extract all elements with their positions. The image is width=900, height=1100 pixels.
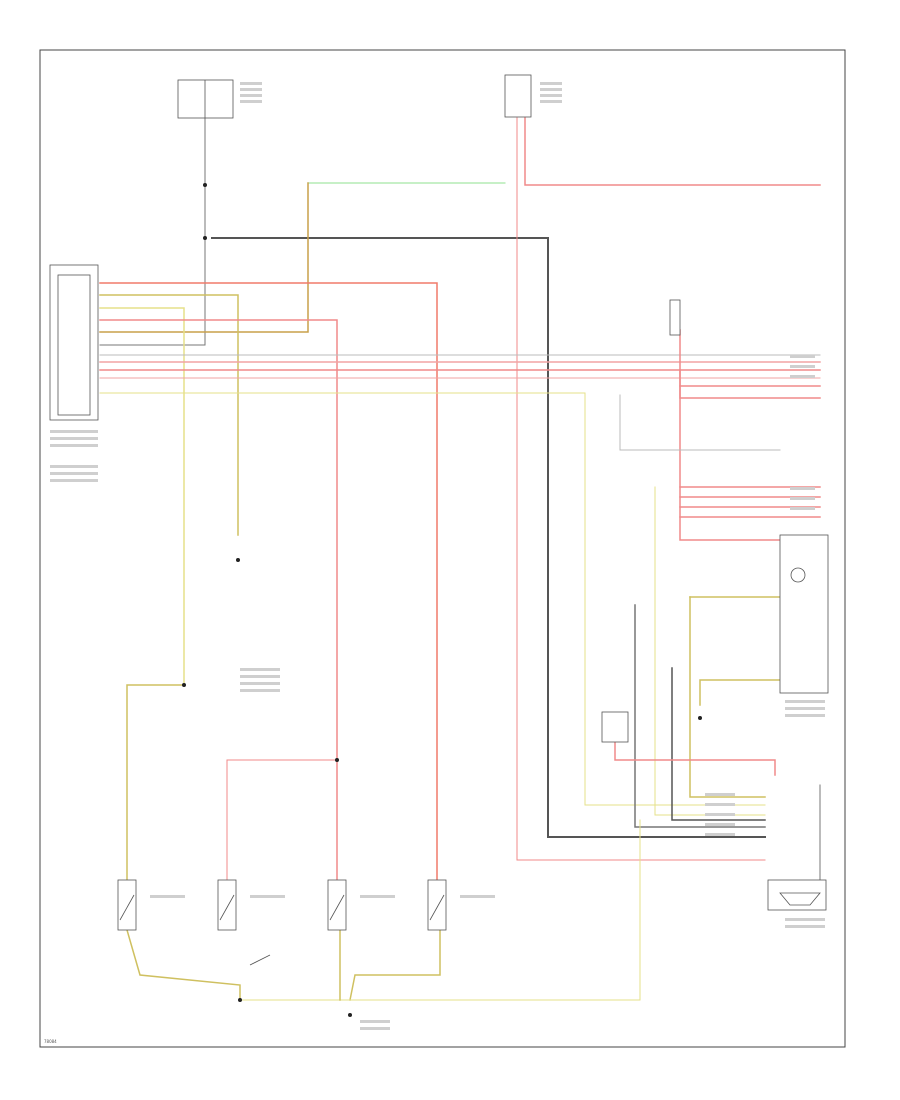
switch-4	[427, 879, 447, 931]
control-module-inner	[57, 274, 91, 416]
wire-gray-right-2	[671, 667, 766, 821]
wire-gray-top	[211, 237, 766, 838]
control-module	[49, 264, 99, 421]
splice-4	[335, 758, 339, 762]
splice-5	[238, 998, 242, 1002]
wire-green	[307, 182, 506, 333]
ground-1	[236, 558, 240, 562]
fuse-box-left	[177, 79, 234, 119]
diagram-code: 78084	[44, 1039, 57, 1044]
wire-red-2	[99, 319, 338, 881]
junction-right-top	[669, 299, 681, 336]
wire-tan-right-1	[689, 596, 766, 798]
right-control-unit-knob	[790, 567, 806, 583]
small-switch	[249, 954, 271, 966]
wire-tan-vertical	[99, 182, 309, 333]
junction-right	[669, 299, 681, 336]
wire-tan-right-3	[699, 679, 781, 706]
wire-yellow-left-loop	[126, 684, 185, 881]
switch-1	[117, 879, 137, 931]
wire-red-switch-2	[226, 759, 338, 881]
right-control-unit-body	[779, 534, 829, 694]
wire-gray-to-connector	[619, 394, 781, 451]
wire-red-top-right	[524, 117, 821, 186]
wire-tan-switch-ground-1	[126, 929, 241, 1001]
wire-fuse-to-module	[99, 117, 206, 346]
wire-tan-switch-ground-2	[349, 929, 441, 1001]
fuse-box-top	[504, 74, 532, 118]
ground-2	[698, 716, 702, 720]
wire-yellow-1	[99, 294, 239, 536]
wire-red-orange-1	[99, 282, 438, 881]
sensor-component	[601, 711, 629, 743]
wire-yellow-horizontal	[99, 392, 766, 806]
wire-right-junction-b	[679, 369, 781, 541]
switch-2	[217, 879, 237, 931]
splice-3	[182, 683, 186, 687]
switches-bottom	[117, 879, 447, 931]
fuse-box-left-body	[177, 79, 234, 119]
splice-1	[203, 183, 207, 187]
splice-points	[182, 183, 702, 1017]
wire-red-long	[516, 117, 766, 861]
right-control-unit	[779, 534, 829, 694]
fuse-box-top-body	[504, 74, 532, 118]
diagram-frame	[39, 49, 846, 1048]
wire-gray-right	[634, 604, 766, 828]
horn-body	[767, 879, 827, 911]
wire-yellow-bottom	[239, 819, 641, 1001]
wire-yellow-2	[99, 307, 185, 686]
ground-3	[348, 1013, 352, 1017]
wire-red-sensor	[614, 739, 776, 776]
horn-component	[767, 879, 827, 911]
wires	[99, 117, 821, 1001]
faint-labels	[50, 82, 825, 1030]
wire-right-junction-a	[679, 329, 821, 399]
splice-2	[203, 236, 207, 240]
switch-3	[327, 879, 347, 931]
